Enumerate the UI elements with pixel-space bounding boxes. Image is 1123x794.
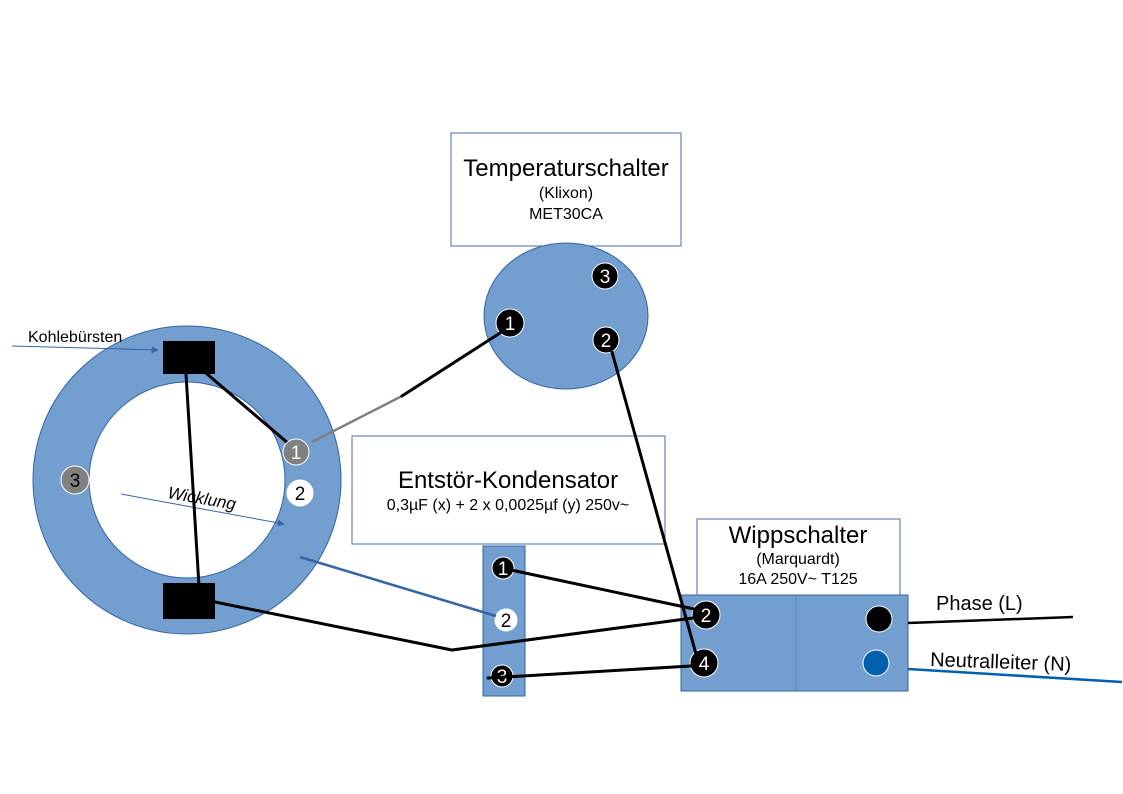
rocker-switch-phase-terminal[interactable] (865, 605, 893, 633)
rocker-switch-subtitle: (Marquardt) (756, 551, 840, 568)
temperature-switch-terminal-2[interactable]: 2 (592, 326, 620, 354)
wire-motor-1-to-temp-black (400, 331, 502, 398)
rocker-switch-label-box (696, 518, 901, 596)
temperature-switch-terminal-3[interactable]: 3 (591, 262, 619, 290)
wire-cap-1-to-switch-2 (509, 568, 696, 611)
capacitor-terminal-2[interactable]: 2 (494, 608, 518, 632)
capacitor-title: Entstör-Kondensator (398, 467, 618, 494)
wire-brush-top-to-terminal-1 (198, 366, 298, 452)
temperature-switch-label-box (450, 132, 682, 247)
svg-text:2: 2 (701, 606, 712, 627)
rocker-switch-terminal-4[interactable]: 4 (689, 648, 719, 678)
svg-text:2: 2 (601, 331, 612, 352)
wire-brush-top-to-brush-bottom (184, 372, 201, 588)
rocker-switch: Wippschalter (Marquardt) 16A 250V~ T125 … (680, 518, 909, 692)
temperature-switch-terminal-1[interactable]: 1 (495, 308, 525, 338)
carbon-brush-top (163, 341, 215, 374)
svg-text:1: 1 (291, 443, 302, 464)
motor-terminal-3[interactable]: 3 (60, 465, 90, 495)
wire-cap-3-to-switch-4 (486, 664, 693, 680)
temperature-switch: Temperaturschalter (Klixon) MET30CA 1 2 … (450, 132, 682, 390)
motor: Kohlebürsten Wicklung 1 2 3 (11, 325, 342, 635)
svg-text:1: 1 (505, 314, 516, 335)
temperature-switch-title: Temperaturschalter (463, 155, 668, 182)
svg-text:3: 3 (600, 267, 611, 288)
rocker-switch-title: Wippschalter (729, 522, 868, 549)
svg-text:1: 1 (498, 559, 509, 580)
winding-arrow (120, 493, 285, 527)
capacitor-terminal-1[interactable]: 1 (491, 556, 515, 580)
svg-text:2: 2 (501, 611, 512, 632)
motor-terminal-2[interactable]: 2 (286, 479, 314, 507)
neutral-label: Neutralleiter (N) (930, 649, 1072, 676)
svg-text:3: 3 (70, 471, 81, 492)
carbon-brush-bottom (163, 583, 215, 619)
capacitor-spec: 0,3µF (x) + 2 x 0,0025µf (y) 250v~ (387, 497, 630, 514)
wire-brush-bottom-to-junction (213, 600, 454, 652)
wire-motor-1-to-temp-grey (311, 394, 403, 444)
wire-temp-2-to-switch-4 (610, 350, 698, 656)
rocker-switch-neutral-terminal[interactable] (862, 649, 890, 677)
motor-ring-outline-outer (32, 325, 342, 635)
svg-text:4: 4 (699, 654, 710, 675)
brushes-arrow (11, 345, 159, 354)
phase-label: Phase (L) (936, 593, 1023, 615)
wire-phase (907, 615, 1074, 625)
temperature-switch-model: MET30CA (529, 206, 603, 223)
svg-text:2: 2 (295, 484, 306, 505)
brushes-label: Kohlebürsten (28, 329, 122, 346)
capacitor-label-box (351, 435, 666, 545)
rocker-switch-terminal-2[interactable]: 2 (691, 600, 721, 630)
rocker-switch-rating: 16A 250V~ T125 (738, 571, 857, 588)
wire-neutral (907, 667, 1123, 684)
temperature-switch-subtitle: (Klixon) (539, 185, 593, 202)
wire-motor-2-to-cap-2 (299, 555, 497, 618)
capacitor: Entstör-Kondensator 0,3µF (x) + 2 x 0,00… (351, 435, 666, 697)
wire-junction-to-switch-2 (450, 616, 695, 652)
motor-terminal-1[interactable]: 1 (282, 438, 310, 466)
